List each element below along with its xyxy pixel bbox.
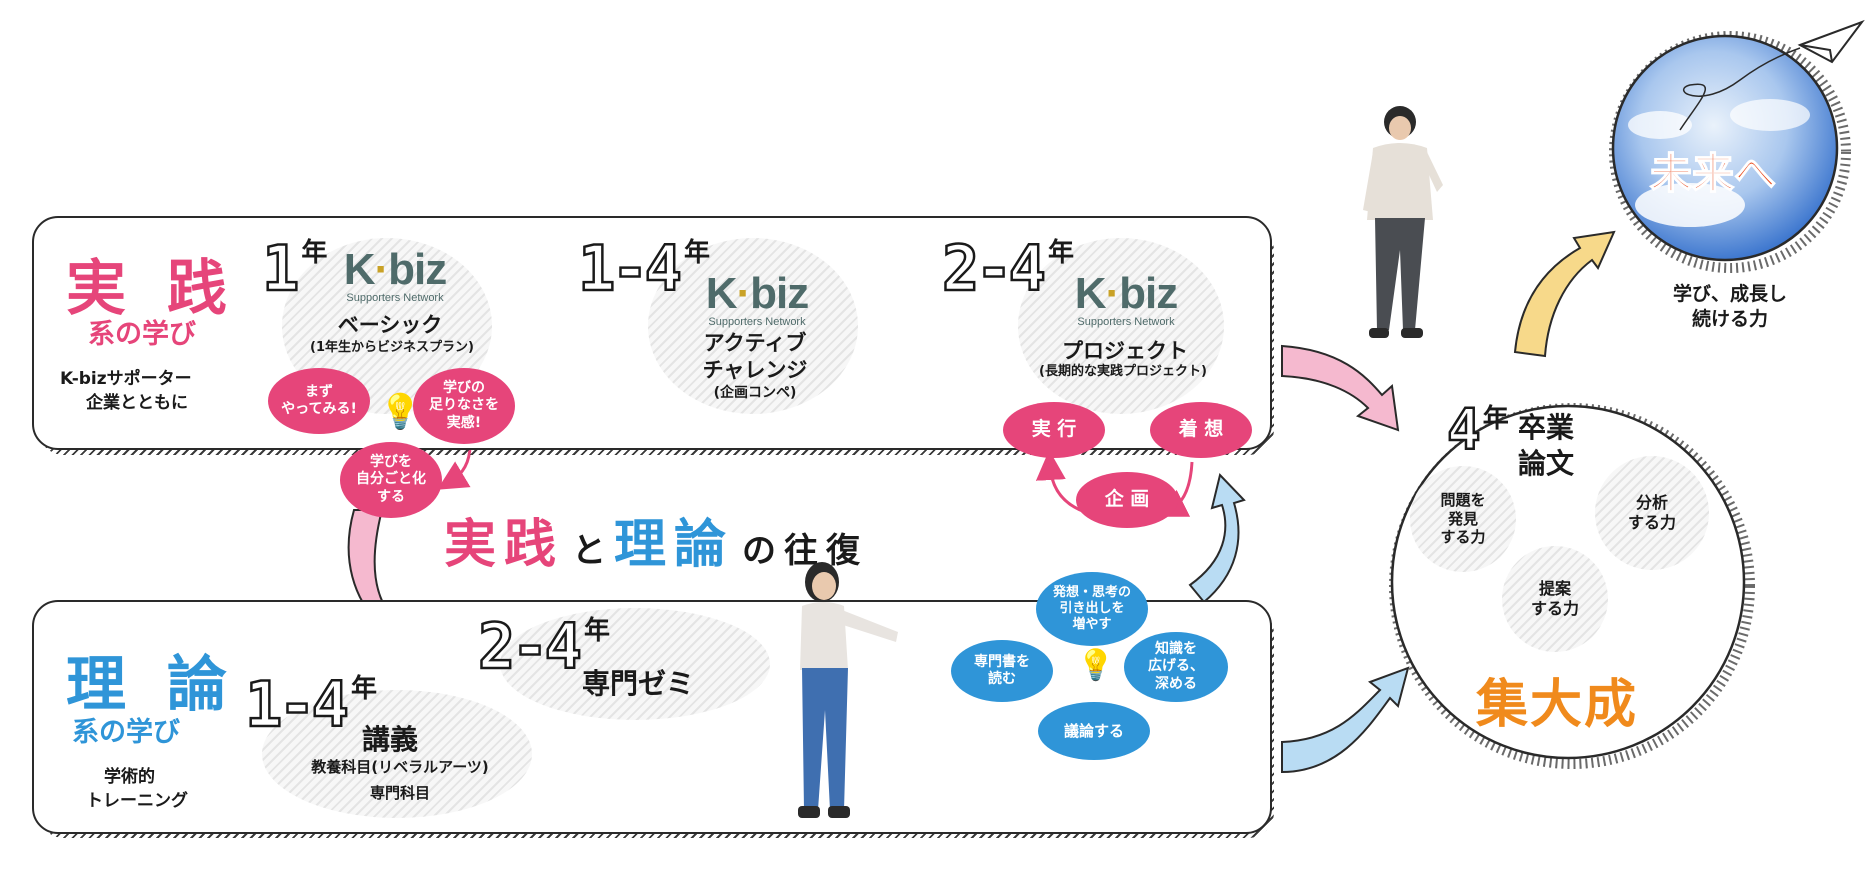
student-man-illustration xyxy=(1363,106,1443,338)
skill-find-problems: 問題を 発見 する力 xyxy=(1410,466,1516,572)
theory-cycle-deepen: 知識を 広げる、 深める xyxy=(1124,632,1228,702)
lightbulb-icon-2: 💡 xyxy=(1077,648,1115,683)
kbiz-logo: K·biz Supporters Network xyxy=(343,245,448,305)
practice-desc-1: K-bizサポーター xyxy=(60,369,192,389)
theory-cycle-ideas: 発想・思考の 引き出しを 増やす xyxy=(1036,572,1148,646)
skill-analyze: 分析 する力 xyxy=(1595,456,1709,570)
lecture-name: 講義 xyxy=(362,723,419,756)
theory-title: 理 論 xyxy=(66,650,237,720)
practice-title: 実 践 xyxy=(66,254,237,324)
lecture-blob xyxy=(262,690,532,818)
practice-desc-2: 企業とともに xyxy=(86,393,188,413)
theory-desc-1: 学術的 xyxy=(104,767,155,787)
cycle1-try-first: まず やってみる! xyxy=(268,368,370,434)
active-note: (企画コンペ) xyxy=(713,385,797,401)
arrow-theory-to-thesis xyxy=(1281,666,1410,774)
theory-desc-2: トレーニング xyxy=(86,791,188,811)
project-note: (長期的な実践プロジェクト) xyxy=(1039,364,1207,379)
arrow-theory-to-practice xyxy=(1188,472,1246,604)
theory-subtitle: 系の学び xyxy=(72,717,180,748)
cycle2-ideate: 着 想 xyxy=(1150,402,1252,458)
active-blob xyxy=(648,238,858,414)
student-woman-illustration xyxy=(798,562,898,818)
theory-cycle-discuss: 議論する xyxy=(1038,702,1150,760)
seminar-name: 専門ゼミ xyxy=(582,667,695,700)
future-label: 未来へ xyxy=(1649,148,1777,199)
cycle2-plan: 企 画 xyxy=(1076,472,1178,528)
arrow-practice-to-thesis xyxy=(1281,344,1400,432)
seminar-blob xyxy=(500,608,770,720)
project-blob xyxy=(1018,238,1224,414)
cycle1-realize-gap: 学びの 足りなさを 実感! xyxy=(413,368,515,444)
skill-propose: 提案 する力 xyxy=(1502,546,1608,652)
project-name: プロジェクト xyxy=(1062,339,1188,363)
kbiz-logo-3: K·biz Supporters Network xyxy=(1074,269,1179,329)
cycle2-execute: 実 行 xyxy=(1003,402,1105,458)
future-caption: 学び、成長し続ける力 xyxy=(1672,283,1787,330)
round-trip-heading: 実践と理論の往復 xyxy=(444,515,869,575)
kbiz-logo-2: K·biz Supporters Network xyxy=(705,269,810,329)
lightbulb-icon: 💡 xyxy=(379,392,422,432)
cycle1-own-it: 学びを 自分ごと化 する xyxy=(340,442,442,518)
lecture-line-2: 専門科目 xyxy=(369,784,430,802)
culmination-label: 集大成 xyxy=(1476,675,1639,735)
basic-name: ベーシック xyxy=(337,313,443,337)
lecture-line-1: 教養科目(リベラルアーツ) xyxy=(311,758,489,776)
paper-plane-icon xyxy=(1679,19,1865,131)
thesis-name: 卒業論文 xyxy=(1518,411,1575,481)
practice-subtitle: 系の学び xyxy=(88,319,196,350)
theory-cycle-read: 専門書を 読む xyxy=(951,640,1053,702)
arrow-thesis-to-future xyxy=(1513,230,1616,358)
basic-note: (1年生からビジネスプラン) xyxy=(310,340,474,355)
active-name: アクティブチャレンジ xyxy=(702,331,808,383)
